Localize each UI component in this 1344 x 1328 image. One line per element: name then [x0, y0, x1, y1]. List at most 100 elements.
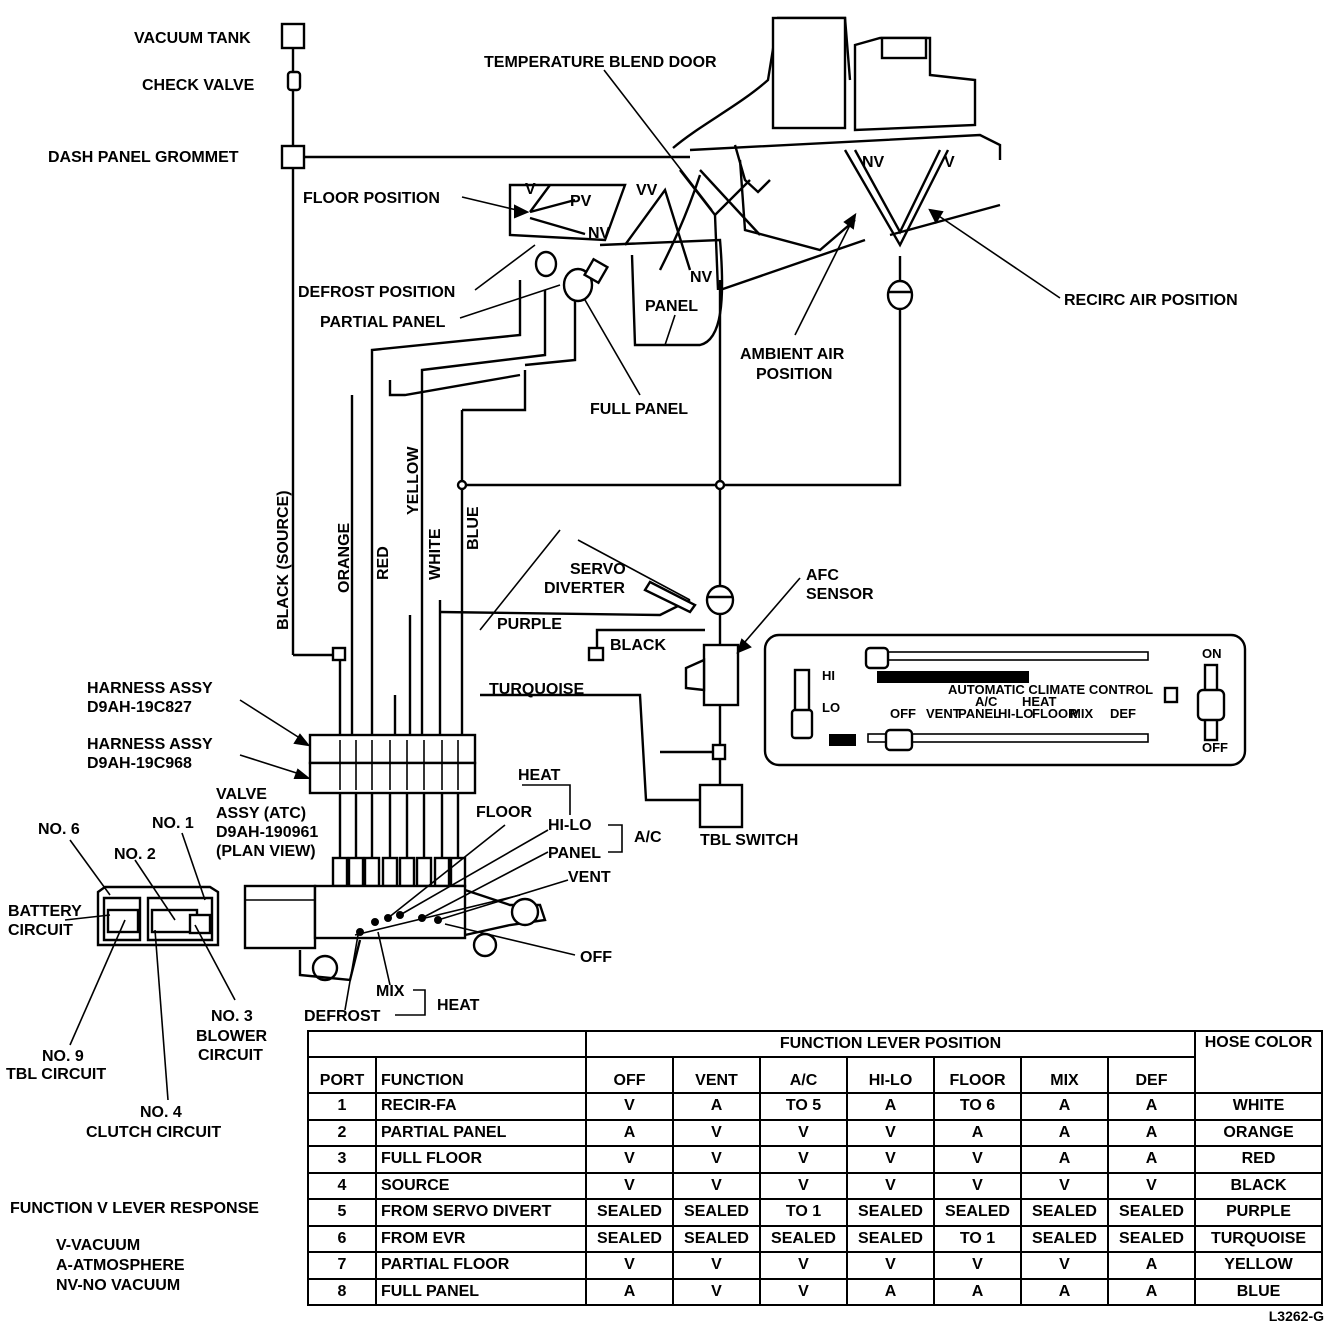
recirc-actuator: [886, 256, 914, 311]
table-cell: 5: [307, 1198, 377, 1227]
table-cell: V: [672, 1145, 761, 1174]
legend-title: FUNCTION V LEVER RESPONSE: [10, 1200, 259, 1217]
table-cell: PARTIAL PANEL: [375, 1118, 587, 1147]
valve-hoses: [338, 793, 460, 858]
table-cell: V: [933, 1145, 1022, 1174]
label-door-nv: NV: [588, 225, 611, 242]
ctrl-off-right: OFF: [1202, 740, 1228, 755]
column-header: FUNCTION: [375, 1056, 587, 1094]
table-corner: [307, 1030, 587, 1057]
label-panel: PANEL: [645, 298, 698, 315]
ctrl-lo: LO: [822, 700, 840, 715]
label-no1: NO. 1: [152, 815, 194, 832]
label-sensor: SENSOR: [806, 586, 874, 603]
ctrl-off: OFF: [890, 706, 916, 721]
table-cell: FULL PANEL: [375, 1277, 587, 1306]
table-cell: SOURCE: [375, 1171, 587, 1200]
label-off: OFF: [580, 949, 612, 966]
label-floor: FLOOR: [476, 804, 532, 821]
table-cell: V: [1106, 1171, 1197, 1200]
label-turquoise: TURQUOISE: [489, 681, 584, 698]
ctrl-ac: A/C: [975, 694, 998, 709]
mode-doors: [459, 184, 692, 396]
diagram-labels: VACUUM TANK CHECK VALVE DASH PANEL GROMM…: [6, 30, 1238, 1141]
table-cell: A: [846, 1092, 935, 1121]
legend-item-atmosphere: A-ATMOSPHERE: [56, 1257, 185, 1274]
legend-item-vacuum: V-VACUUM: [56, 1237, 141, 1254]
table-cell: V: [585, 1145, 674, 1174]
table-cell: A: [1020, 1277, 1109, 1306]
table-cell: 3: [307, 1145, 377, 1174]
column-header: MIX: [1020, 1056, 1109, 1094]
table-cell: TO 1: [933, 1224, 1022, 1253]
label-heat-bottom: HEAT: [437, 997, 480, 1014]
harness-968: [308, 761, 477, 795]
column-header: VENT: [672, 1056, 761, 1094]
table-cell: A: [933, 1277, 1022, 1306]
label-recirc-v: V: [944, 154, 955, 171]
label-check-valve: CHECK VALVE: [142, 77, 255, 94]
label-harness1-part: D9AH-19C827: [87, 699, 192, 716]
table-cell: RECIR-FA: [375, 1092, 587, 1121]
label-door-vv: VV: [636, 182, 658, 199]
table-cell: A: [933, 1118, 1022, 1147]
label-door-pv: PV: [570, 193, 592, 210]
label-door-v: V: [525, 181, 536, 198]
ctrl-vent: VENT: [926, 706, 961, 721]
table-cell: A: [1020, 1145, 1109, 1174]
ctrl-def: DEF: [1110, 706, 1136, 721]
table-cell: A: [1106, 1277, 1197, 1306]
table-cell: 7: [307, 1251, 377, 1280]
ctrl-on: ON: [1202, 646, 1222, 661]
table-cell: ORANGE: [1194, 1118, 1324, 1147]
hose-color-header: HOSE COLOR: [1194, 1030, 1324, 1094]
label-harness2-part: D9AH-19C968: [87, 755, 192, 772]
label-clutch-circuit: CLUTCH CIRCUIT: [86, 1124, 221, 1141]
label-full-panel: FULL PANEL: [590, 401, 688, 418]
label-door-nv2: NV: [690, 269, 713, 286]
legend-item-no-vacuum: NV-NO VACUUM: [56, 1277, 181, 1294]
label-black: BLACK: [610, 637, 666, 654]
table-cell: V: [759, 1251, 848, 1280]
table-cell: V: [846, 1118, 935, 1147]
climate-control-panel: AUTOMATIC CLIMATE CONTROL OFF VENT A/C H…: [763, 633, 1247, 767]
table-cell: SEALED: [1020, 1224, 1109, 1253]
table-cell: V: [759, 1145, 848, 1174]
column-header: FLOOR: [933, 1056, 1022, 1094]
label-no3: NO. 3: [211, 1008, 253, 1025]
table-cell: PURPLE: [1194, 1198, 1324, 1227]
plenum-motor-box: [771, 16, 847, 130]
table-cell: V: [672, 1277, 761, 1306]
label-afc: AFC: [806, 567, 839, 584]
label-floor-position: FLOOR POSITION: [303, 190, 440, 207]
vacuum-source-group: [280, 22, 690, 657]
figure-code: L3262-G: [1268, 1308, 1324, 1324]
vacuum-tank: [280, 22, 306, 50]
hose-fittings: [331, 479, 726, 662]
label-diverter: DIVERTER: [544, 580, 625, 597]
table-cell: SEALED: [759, 1224, 848, 1253]
table-cell: V: [585, 1092, 674, 1121]
table-cell: V: [672, 1171, 761, 1200]
circuit-connector: [64, 832, 236, 1101]
valve-assembly: [243, 884, 547, 982]
afc-sensor: [660, 577, 801, 785]
table-cell: TO 5: [759, 1092, 848, 1121]
table-cell: 8: [307, 1277, 377, 1306]
label-blower: BLOWER: [196, 1028, 268, 1045]
table-cell: 1: [307, 1092, 377, 1121]
recirc-door: [794, 149, 1061, 336]
table-cell: A: [1106, 1118, 1197, 1147]
table-cell: 2: [307, 1118, 377, 1147]
function-lever-position-header: FUNCTION LEVER POSITION: [584, 1030, 1197, 1058]
table-cell: V: [672, 1251, 761, 1280]
table-cell: A: [585, 1277, 674, 1306]
table-cell: A: [1106, 1145, 1197, 1174]
table-cell: PARTIAL FLOOR: [375, 1251, 587, 1280]
label-hose-red: RED: [375, 546, 392, 580]
dash-panel-grommet: [280, 144, 306, 170]
label-valve: VALVE: [216, 786, 267, 803]
